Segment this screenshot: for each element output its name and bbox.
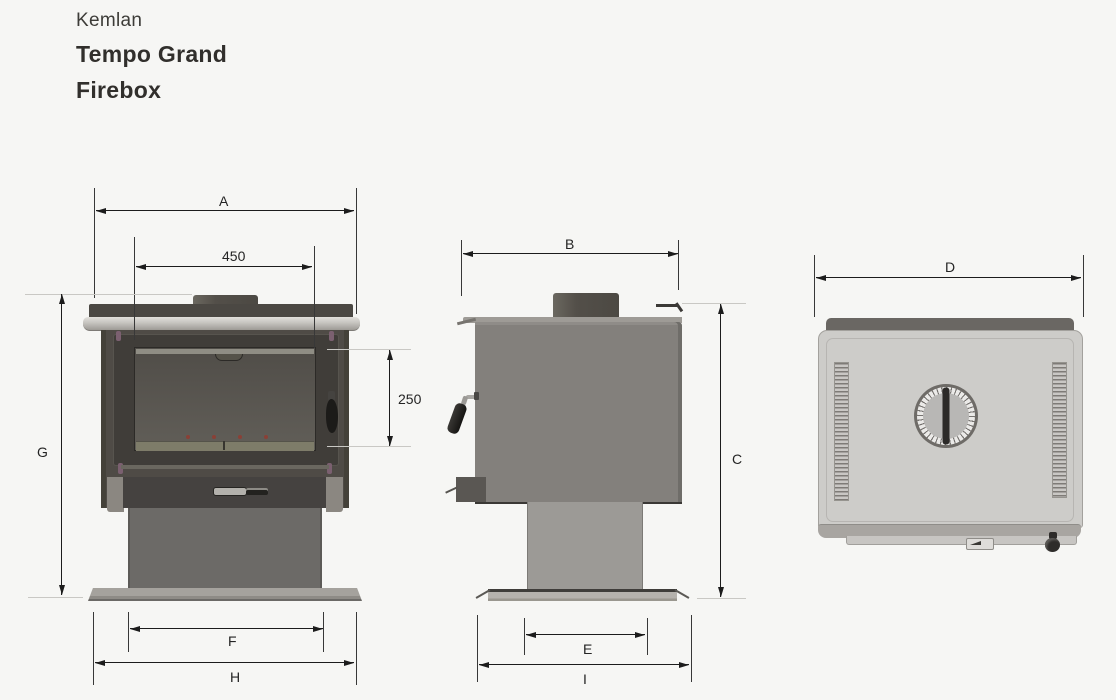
top-vent-strip-right <box>1052 362 1067 498</box>
ash-drawer-handle <box>213 487 247 496</box>
glass-dot <box>238 435 242 439</box>
model-name: Tempo Grand <box>76 41 228 67</box>
ext-line-c-top <box>682 303 746 304</box>
brand-name: Kemlan <box>76 10 143 31</box>
side-top-plate-edge <box>463 317 682 323</box>
front-door-glass <box>135 348 315 450</box>
page-title: Kemlan Tempo Grand Firebox <box>76 10 227 104</box>
side-door-handle-grip <box>446 401 468 436</box>
dim-label-a: A <box>219 193 229 209</box>
dim-line-h <box>95 660 354 666</box>
ext-line-g-bottom <box>28 597 83 598</box>
dim-label-c: C <box>732 451 743 467</box>
front-floor-plate <box>88 588 362 601</box>
dim-line-b <box>463 251 678 257</box>
ext-line-i-right <box>691 615 692 682</box>
side-flue-collar <box>553 293 619 319</box>
dim-line-c <box>718 304 724 597</box>
side-latch-block <box>456 477 486 502</box>
hinge-pin <box>118 463 123 474</box>
side-rear-lip-diag <box>675 302 683 313</box>
dim-line-d <box>816 275 1081 281</box>
top-knob-neck <box>1049 532 1057 539</box>
dim-line-g <box>59 294 65 595</box>
hinge-pin <box>329 331 334 341</box>
dim-label-i: I <box>583 671 587 687</box>
front-latch-notch <box>215 354 243 361</box>
front-top-plate <box>83 317 360 331</box>
top-front-inset-strip <box>846 536 1077 545</box>
ext-line-250-top <box>327 349 411 350</box>
ext-line-a-left <box>94 188 95 298</box>
front-glass-bottom-strip <box>136 441 314 451</box>
ext-line-d-left <box>814 255 815 317</box>
ext-line-e-right <box>647 618 648 655</box>
side-pedestal <box>527 502 643 589</box>
ash-drawer-handle-dark <box>246 488 268 495</box>
front-ash-corner-left <box>107 477 124 512</box>
dim-label-g: G <box>37 444 48 460</box>
flue-damper-bar <box>942 387 950 445</box>
ext-line-i-left <box>477 615 478 682</box>
dim-line-a <box>96 208 354 214</box>
dim-line-f <box>130 626 323 632</box>
ext-line-f-left <box>128 612 129 652</box>
top-flue-outlet <box>914 384 978 448</box>
front-rear-upstand <box>89 304 353 319</box>
dim-label-e: E <box>583 641 593 657</box>
front-lower-edge-line <box>121 465 329 469</box>
ext-line-a-right <box>356 188 357 314</box>
front-pedestal <box>128 508 322 589</box>
dim-label-h: H <box>230 669 241 685</box>
side-rear-lip-line <box>656 304 677 307</box>
side-body <box>475 322 682 504</box>
front-ash-corner-right <box>326 477 343 512</box>
ext-line-250-bottom <box>327 446 411 447</box>
ext-line-b-left <box>461 240 462 296</box>
glass-dot <box>212 435 216 439</box>
ext-line-e-left <box>524 618 525 655</box>
ext-line-h-right <box>356 612 357 685</box>
dim-line-450 <box>136 264 312 270</box>
top-vent-strip-left <box>834 362 849 501</box>
side-door-handle-rod <box>466 395 478 399</box>
top-knob <box>1045 538 1060 552</box>
dim-line-i <box>479 662 689 668</box>
dim-label-d: D <box>945 259 956 275</box>
glass-dot <box>264 435 268 439</box>
product-name: Firebox <box>76 77 162 103</box>
ext-line-g-top <box>25 294 192 295</box>
front-door-handle-pin <box>328 391 335 401</box>
front-door-handle <box>326 399 338 433</box>
front-airwash-strip <box>136 349 314 354</box>
ext-line-450-left <box>134 237 135 340</box>
ext-line-d-right <box>1083 255 1084 317</box>
front-glass-strip-divider <box>223 441 225 450</box>
ext-line-c-bottom <box>697 598 746 599</box>
glass-dot <box>186 435 190 439</box>
side-door-handle-mount <box>474 392 479 400</box>
ext-line-h-left <box>93 612 94 685</box>
dim-label-b: B <box>565 236 575 252</box>
hinge-pin <box>327 463 332 474</box>
ext-line-b-right <box>678 240 679 290</box>
dim-line-e <box>526 632 645 638</box>
dim-label-250: 250 <box>398 391 422 407</box>
ext-line-f-right <box>323 612 324 652</box>
top-front-bevel <box>818 524 1081 538</box>
dim-label-450: 450 <box>222 248 246 264</box>
top-plate-inner-outline <box>826 338 1074 522</box>
dim-label-f: F <box>228 633 237 649</box>
dim-line-250 <box>387 350 393 446</box>
ext-line-450-right <box>314 246 315 348</box>
side-floor-plate <box>488 589 677 601</box>
hinge-pin <box>116 331 121 341</box>
top-front-handle-tab-mark <box>970 541 981 545</box>
